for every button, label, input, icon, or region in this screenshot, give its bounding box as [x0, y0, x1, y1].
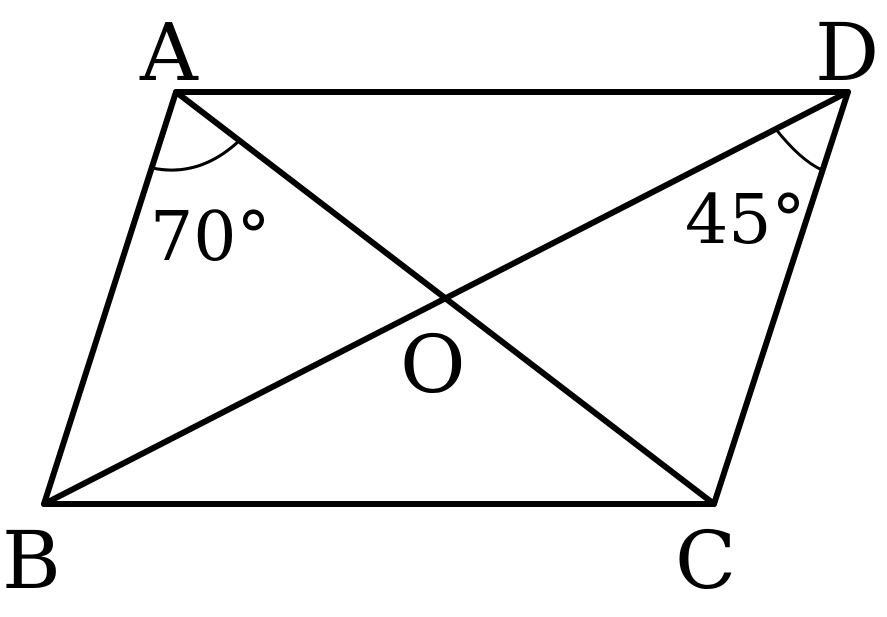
angle-label-adb: 45° — [685, 181, 806, 260]
side-ab — [41, 89, 179, 507]
side-dc — [711, 89, 851, 507]
angle-arc-adb — [773, 127, 823, 172]
vertex-label-c: C — [675, 514, 736, 607]
center-label-o: O — [400, 318, 466, 411]
vertex-label-b: B — [2, 514, 61, 607]
diagonal-bd — [41, 89, 851, 507]
vertex-label-d: D — [815, 6, 879, 99]
vertex-label-a: A — [139, 6, 199, 99]
angle-arc-bac — [151, 138, 242, 172]
angle-label-bac: 70° — [150, 198, 271, 277]
